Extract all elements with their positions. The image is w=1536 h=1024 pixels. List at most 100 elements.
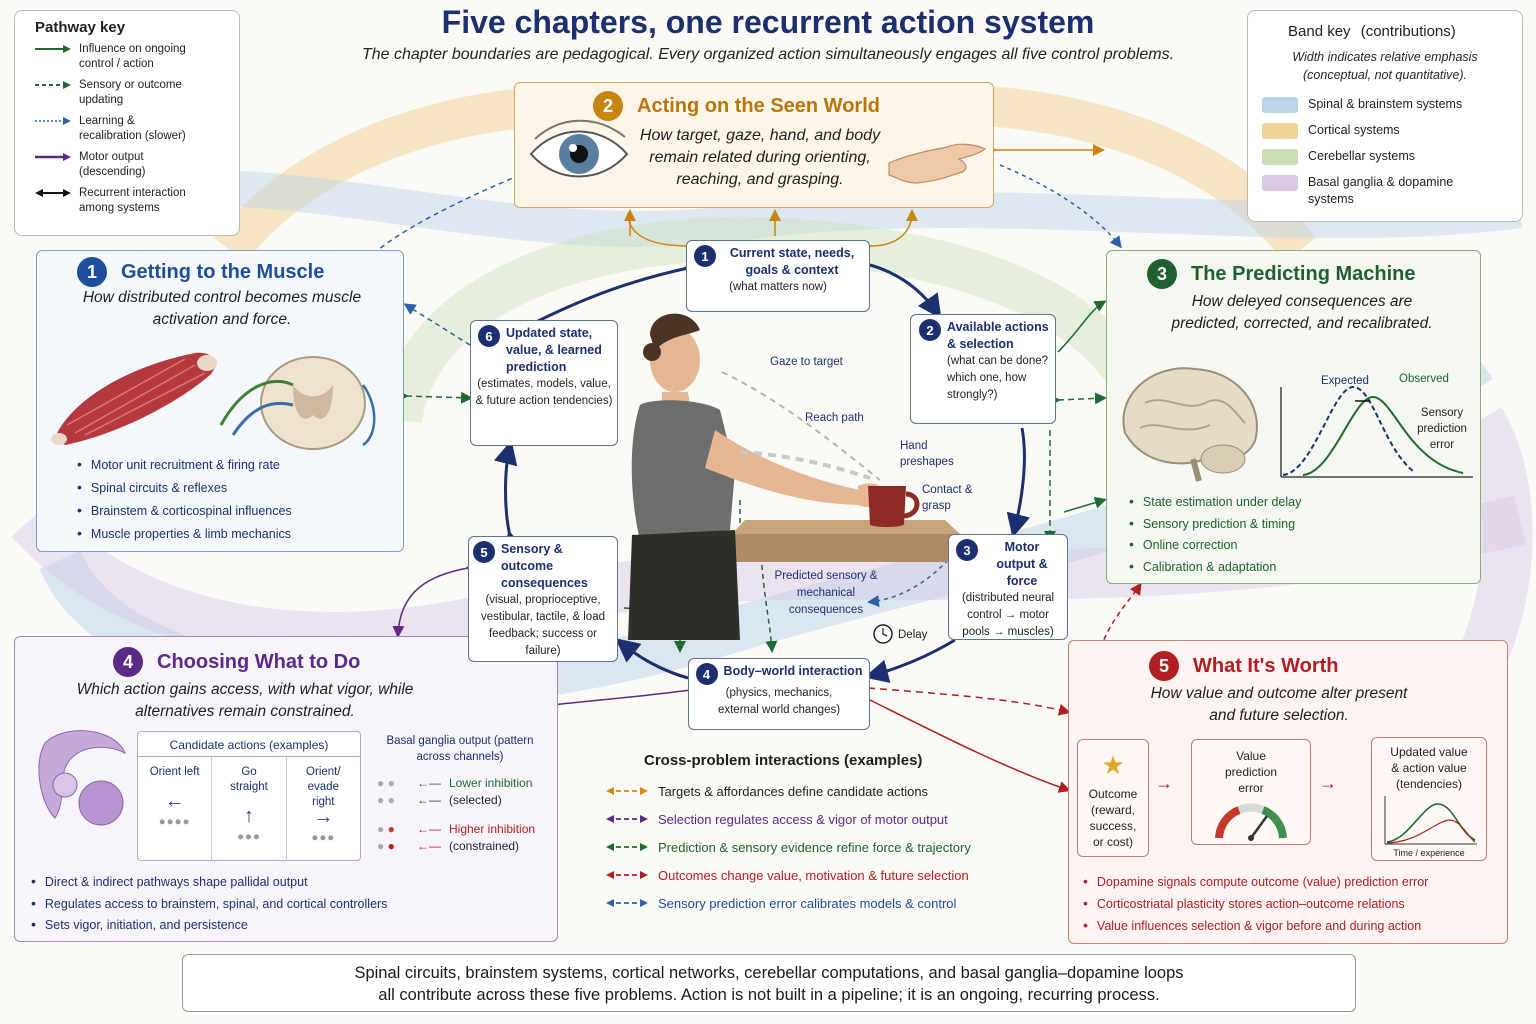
- chapter-bullets: State estimation under delay Sensory pre…: [1129, 491, 1301, 577]
- bg-output-title: Basal ganglia output (pattern across cha…: [386, 735, 534, 763]
- outcome-card: ★ Outcome (reward, success, or cost): [1077, 739, 1149, 857]
- scene-label-predicted: Predicted sensory & mechanical consequen…: [774, 570, 878, 616]
- scene-label-reach: Reach path: [805, 412, 864, 424]
- chapter-title: What It's Worth: [1193, 654, 1339, 677]
- chapter-description: How deleyed consequences are predicted, …: [1171, 293, 1433, 332]
- person-figure: [628, 313, 888, 640]
- arrow-right-icon: →: [313, 806, 334, 828]
- candidate-column: Orient/ evade right → ●●●: [287, 757, 360, 861]
- star-icon: ★: [1101, 750, 1125, 780]
- pathway-key-item: Sensory or outcome updating: [33, 78, 239, 108]
- scene-label-preshape: Hand preshapes: [900, 440, 954, 468]
- bullet: Sensory prediction & timing: [1129, 513, 1301, 535]
- candidate-column: Go straight ↑ ●●●: [212, 757, 287, 861]
- summary-footer: Spinal circuits, brainstem systems, cort…: [182, 954, 1356, 1012]
- chapter-3-panel: 3 The Predicting Machine How deleyed con…: [1106, 250, 1481, 584]
- band-key: Band key (contributions) Width indicates…: [1247, 10, 1523, 222]
- chapter-bullets: Direct & indirect pathways shape pallida…: [31, 871, 388, 936]
- brain-icon: [1122, 367, 1258, 482]
- bullet: Regulates access to brainstem, spinal, a…: [31, 893, 388, 915]
- band-key-item: Spinal & brainstem systems: [1262, 96, 1522, 113]
- chapter-title: Choosing What to Do: [157, 650, 361, 673]
- bullet: Spinal circuits & reflexes: [77, 476, 292, 499]
- eye-icon: [529, 119, 629, 178]
- arrow-right-icon: →: [1319, 773, 1337, 793]
- candidate-column: Orient left ← ●●●●: [138, 757, 213, 861]
- band-key-item: Cerebellar systems: [1262, 148, 1522, 165]
- bullet: Sets vigor, initiation, and persistence: [31, 914, 387, 936]
- hand-icon: [888, 143, 987, 184]
- arrow-up-icon: ↑: [243, 805, 254, 827]
- channel-dots: ●●●: [237, 831, 261, 843]
- page-subtitle: The chapter boundaries are pedagogical. …: [361, 46, 1175, 63]
- scene-label-delay: Delay: [898, 629, 928, 641]
- chapter-4-panel: 4 Choosing What to Do Which action gains…: [14, 636, 558, 942]
- spinal-cord-icon: [219, 356, 376, 450]
- pathway-key: Pathway key Influence on ongoing control…: [14, 10, 240, 236]
- chapter-title: Acting on the Seen World: [637, 94, 880, 117]
- value-curve-graph: [1384, 796, 1477, 845]
- value-prediction-error-card: Value prediction error: [1191, 739, 1311, 845]
- cross-legend-item: Targets & affordances define candidate a…: [606, 777, 1026, 805]
- bullet: Muscle properties & limb mechanics: [77, 522, 292, 545]
- basal-ganglia-icon: [38, 730, 126, 826]
- bullet: Calibration & adaptation: [1129, 556, 1301, 578]
- pathway-key-item: Motor output (descending): [33, 150, 239, 180]
- chapter-number: 4: [113, 647, 143, 677]
- prediction-error-graph: [1280, 385, 1473, 478]
- mug-illustration: [868, 486, 920, 527]
- arrow-left-icon: ←: [164, 790, 185, 812]
- channel-dots: ●●●: [311, 832, 336, 844]
- scene-label-contact: Contact & grasp: [922, 484, 973, 512]
- cross-legend-title: Cross-problem interactions (examples): [644, 752, 923, 769]
- graph-label-expected: Expected: [1321, 375, 1369, 387]
- gauge-icon: [1215, 803, 1287, 841]
- bullet: Corticostriatal plasticity stores action…: [1083, 893, 1428, 915]
- updated-value-card: Updated value & action value (tendencies…: [1371, 737, 1487, 861]
- arrow-right-icon: →: [1155, 773, 1173, 793]
- band-key-item: Basal ganglia & dopamine systems: [1262, 174, 1522, 208]
- band-key-title-note: (contributions): [1360, 23, 1456, 40]
- chapter-description: How distributed control becomes muscle a…: [82, 289, 362, 328]
- pathway-key-item: Learning & recalibration (slower): [33, 114, 239, 144]
- bg-output-legend: ● ●←—Lower inhibition ● ●←—(selected) ● …: [377, 776, 536, 853]
- chapter-1-panel: 1 Getting to the Muscle How distributed …: [36, 250, 404, 552]
- bullet: Motor unit recruitment & firing rate: [77, 453, 292, 476]
- pathway-key-item: Influence on ongoing control / action: [33, 42, 239, 72]
- candidate-actions-box: Candidate actions (examples) Orient left…: [137, 731, 361, 861]
- cross-legend-item: Sensory prediction error calibrates mode…: [606, 889, 1026, 917]
- graph-label-observed: Observed: [1399, 373, 1449, 385]
- graph-label-error: Sensory prediction error: [1417, 407, 1467, 451]
- band-key-title: Band key: [1288, 23, 1351, 40]
- bullet: Brainstem & corticospinal influences: [77, 499, 292, 522]
- bullet: Direct & indirect pathways shape pallida…: [31, 871, 387, 893]
- chapter-2-panel: 2 Acting on the Seen World How target, g…: [514, 82, 994, 208]
- bullet: Online correction: [1129, 534, 1301, 556]
- pathway-key-item: Recurrent interaction among systems: [33, 186, 239, 216]
- bullet: State estimation under delay: [1129, 491, 1301, 513]
- page-title: Five chapters, one recurrent action syst…: [441, 4, 1095, 40]
- pathway-key-title: Pathway key: [35, 19, 126, 36]
- chapter-description: How target, gaze, hand, and body remain …: [639, 127, 881, 188]
- cross-legend-item: Selection regulates access & vigor of mo…: [606, 805, 1026, 833]
- bullet: Dopamine signals compute outcome (value)…: [1083, 871, 1428, 893]
- band-key-note: Width indicates relative emphasis (conce…: [1292, 50, 1478, 82]
- cross-legend-item: Prediction & sensory evidence refine for…: [606, 833, 1026, 861]
- bullet: Value influences selection & vigor befor…: [1083, 915, 1428, 937]
- channel-dots: ●●●●: [158, 816, 191, 828]
- band-key-item: Cortical systems: [1262, 122, 1522, 139]
- chapter-description: Which action gains access, with what vig…: [76, 681, 414, 720]
- chapter-number: 5: [1149, 651, 1179, 681]
- muscle-icon: [51, 352, 217, 445]
- chapter-title: Getting to the Muscle: [121, 260, 325, 283]
- cross-legend-item: Outcomes change value, motivation & futu…: [606, 861, 1026, 889]
- chapter-title: The Predicting Machine: [1191, 262, 1416, 285]
- chapter-bullets: Motor unit recruitment & firing rate Spi…: [77, 453, 292, 545]
- chapter-bullets: Dopamine signals compute outcome (value)…: [1083, 871, 1428, 937]
